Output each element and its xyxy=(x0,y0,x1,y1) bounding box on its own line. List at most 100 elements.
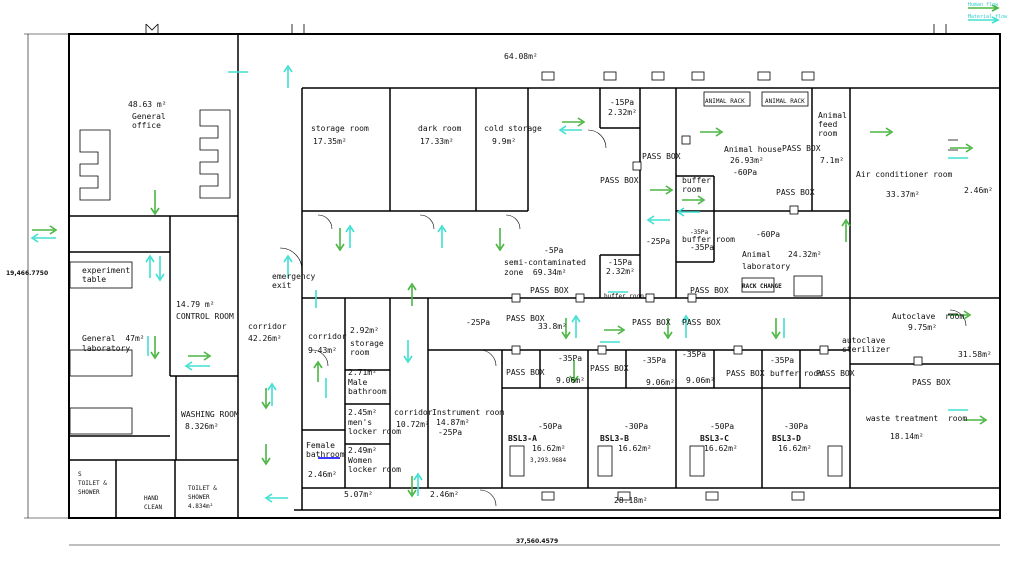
pass-box-label: PASS BOX xyxy=(530,286,569,295)
instrument-room-name: Instrument room xyxy=(432,408,505,417)
pass-box-label: PASS BOX xyxy=(912,378,951,387)
corridor-mid-area: 10.72m² xyxy=(396,420,430,429)
bsl3-d-pressure: -30Pa xyxy=(784,422,809,431)
walls xyxy=(68,33,1001,519)
flow-arrows xyxy=(30,4,1000,503)
corridor-small-area: 9.43m² xyxy=(308,346,337,355)
entry-doors xyxy=(145,23,958,315)
semi-contaminated-pressure: -5Pa xyxy=(544,246,564,255)
animal-lab-pressure: -60Pa xyxy=(756,230,781,239)
buffer-35-d-name: buffer room xyxy=(770,369,823,378)
buffer-room-2-name: buffer room xyxy=(682,235,735,244)
instrument-room-pressure: -25Pa xyxy=(438,428,463,437)
buffer-room-1: buffer room xyxy=(682,176,711,194)
corridor-main-area: 42.26m² xyxy=(248,334,282,343)
legend-material-flow: Material flow xyxy=(968,14,1008,20)
animal-feed-area: 7.1m² xyxy=(820,156,845,165)
cold-storage-name: cold storage xyxy=(484,124,542,133)
air-conditioner-area: 33.37m² xyxy=(886,190,920,199)
fixtures xyxy=(509,91,843,477)
small-b-pressure: -15Pa xyxy=(608,258,633,267)
small-b-area: 2.32m² xyxy=(606,267,635,276)
bsl3-b-name: BSL3-B xyxy=(600,434,629,443)
storage-small-area: 2.92m² xyxy=(350,326,379,335)
right-small-area: 2.46m² xyxy=(964,186,993,195)
pass-box-label: PASS BOX xyxy=(600,176,639,185)
pass-box-label: PASS BOX xyxy=(690,286,729,295)
washing-room-name: WASHING ROOM xyxy=(181,410,239,419)
bsl3-b-pressure: -30Pa xyxy=(624,422,649,431)
male-bathroom-area: 2.71m² xyxy=(348,368,377,377)
pass-box-label: PASS BOX xyxy=(726,369,765,378)
autoclave-sterilizer: autoclave sterilizer xyxy=(842,336,891,354)
bsl3-d-name: BSL3-D xyxy=(772,434,801,443)
washing-room-area: 8.326m² xyxy=(185,422,219,431)
general-lab-name: General 47m² xyxy=(82,334,145,343)
small-a-area: 2.32m² xyxy=(608,108,637,117)
buffer-35-c-area: 9.06m² xyxy=(686,376,715,385)
female-bathroom-name: Female bathroom xyxy=(306,441,345,459)
pass-box-label: PASS BOX xyxy=(590,364,629,373)
dimension-lines xyxy=(24,33,1000,546)
height-dimension: 19,466.7750 xyxy=(6,270,49,277)
buffer-room-2-code: -35Pa xyxy=(690,229,709,236)
bsl3-a-pressure: -50Pa xyxy=(538,422,563,431)
top-area: 64.08m² xyxy=(504,52,538,61)
instrument-room-area: 14.87m² xyxy=(436,418,470,427)
emergency-exit: emergency exit xyxy=(272,272,316,290)
pass-box-label: PASS BOX xyxy=(782,144,821,153)
buffer-35-a-pressure: -35Pa xyxy=(558,354,583,363)
bsl3-b-area: 16.62m² xyxy=(618,444,652,453)
mens-locker-area: 2.45m² xyxy=(348,408,377,417)
bottom-507: 5.07m² xyxy=(344,490,373,499)
general-lab-sub: laboratory xyxy=(82,344,131,353)
general-office-area: 48.63 m² xyxy=(128,100,167,109)
bottom-246: 2.46m² xyxy=(430,490,459,499)
animal-lab-area: 24.32m² xyxy=(788,250,822,259)
right-area-2: 31.58m² xyxy=(958,350,992,359)
autoclave-room-name: Autoclave room xyxy=(892,312,965,321)
corridor-mid-name: corridor xyxy=(394,408,433,417)
mens-locker-name: men's locker room xyxy=(348,418,401,436)
pass-box-label: PASS BOX xyxy=(776,188,815,197)
waste-treatment-area: 18.14m² xyxy=(890,432,924,441)
buffer-35-a-area: 9.06m² xyxy=(556,376,585,385)
storage-small-name: storage room xyxy=(350,339,384,357)
bsl3-c-area: 16.62m² xyxy=(704,444,738,453)
bsl3-d-area: 16.62m² xyxy=(778,444,812,453)
animal-lab-name: Animal xyxy=(742,250,771,259)
cold-storage-area: 9.9m² xyxy=(492,137,517,146)
bsl3-a-note: 3,293.9684 xyxy=(530,457,567,464)
autoclave-room-area: 9.75m² xyxy=(908,323,937,332)
animal-feed-name: Animal feed room xyxy=(818,111,847,138)
windows-top xyxy=(541,71,815,501)
experiment-table-label: experiment table xyxy=(82,266,131,284)
pass-box-label: PASS BOX xyxy=(506,368,545,377)
pass-box-label: PASS BOX xyxy=(506,314,545,323)
bsl3-a-area: 16.62m² xyxy=(532,444,566,453)
control-room-name: CONTROL ROOM xyxy=(176,312,234,321)
buffer-35-b-pressure: -35Pa xyxy=(642,356,667,365)
air-conditioner-name: Air conditioner room xyxy=(856,170,953,179)
bsl3-a-name: BSL3-A xyxy=(508,434,537,443)
bottom-2818: 28.18m² xyxy=(614,496,648,505)
animal-house-pressure: -60Pa xyxy=(733,168,758,177)
hand-clean: HAND CLEAN xyxy=(144,495,163,511)
buffer-35-b-area: 9.06m² xyxy=(646,378,675,387)
buffer-mid: buffer room xyxy=(604,293,644,300)
shelves xyxy=(69,109,231,435)
rack-change: RACK CHANGE xyxy=(742,283,782,290)
waste-treatment-name: waste treatment room xyxy=(866,414,968,423)
toilet-shower-1: S TOILET & SHOWER xyxy=(78,471,107,496)
toilet-shower-2: TOILET & SHOWER 4.834m² xyxy=(188,485,217,510)
female-bathroom-area: 2.46m² xyxy=(308,470,337,479)
bsl3-c-pressure: -50Pa xyxy=(710,422,735,431)
corridor-main-name: corridor xyxy=(248,322,287,331)
corridor-small-name: corridor xyxy=(308,332,347,341)
corridor-25-area: 33.8m² xyxy=(538,322,567,331)
semi-contaminated-name: semi-contaminated xyxy=(504,258,586,267)
women-locker-area: 2.49m² xyxy=(348,446,377,455)
dark-room-area: 17.33m² xyxy=(420,137,454,146)
pass-box-label: PASS BOX xyxy=(632,318,671,327)
animal-rack-1: ANIMAL RACK xyxy=(705,98,745,105)
